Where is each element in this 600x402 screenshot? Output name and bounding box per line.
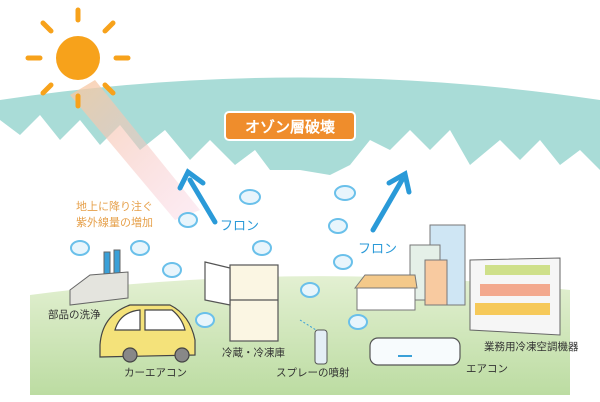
fron-label-left: フロン <box>220 219 259 234</box>
uv-ray <box>70 80 200 220</box>
label-spray: スプレーの噴射 <box>276 366 350 379</box>
title-box <box>224 111 356 141</box>
uv-note-line-2: 紫外線量の増加 <box>76 215 153 229</box>
sun-icon <box>25 7 131 109</box>
refrigerator-icon <box>204 261 279 342</box>
air-conditioner-icon <box>369 337 461 366</box>
label-refrigerator: 冷蔵・冷凍庫 <box>222 346 285 359</box>
factory-icon <box>69 249 129 306</box>
fron-label-right: フロン <box>358 242 397 257</box>
title-text: オゾン層破壊 <box>245 118 335 136</box>
label-parts-cleaning: 部品の洗浄 <box>48 308 101 321</box>
label-commercial-refrigeration: 業務用冷凍空調機器 <box>484 340 579 353</box>
gas-cloud-icons <box>70 185 368 330</box>
buildings-icon <box>353 224 466 311</box>
spray-can-icon <box>299 319 328 365</box>
arrow-up-icon <box>177 168 412 233</box>
label-car-ac: カーエアコン <box>124 367 187 379</box>
label-air-conditioner: エアコン <box>466 363 508 375</box>
car-icon <box>99 304 196 363</box>
uv-note-line-1: 地上に降り注ぐ <box>76 199 153 213</box>
refrigerated-showcase-icon <box>469 257 561 336</box>
